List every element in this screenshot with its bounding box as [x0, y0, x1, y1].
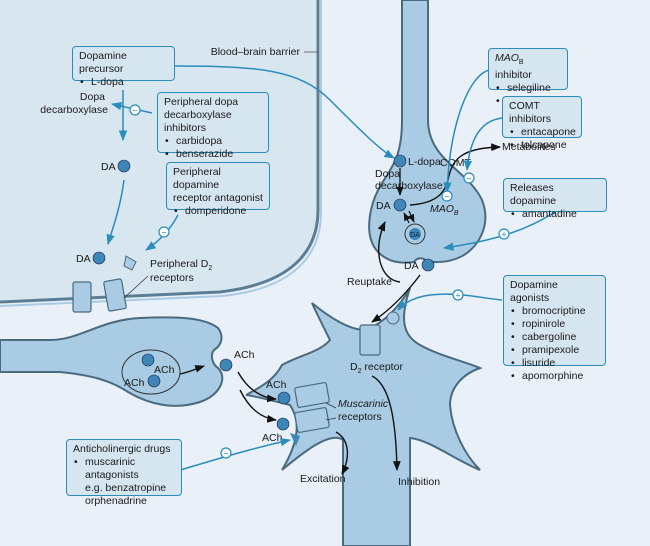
- antagonist-molecule-icon: [290, 433, 300, 446]
- peripheral-ddc-label-1: Dopa: [80, 91, 105, 103]
- blood-brain-barrier-label: Blood–brain barrier: [211, 46, 301, 58]
- stimulate-sign-icon: [452, 289, 464, 301]
- ach-to-receptor-arrow-1: [237, 371, 277, 403]
- muscarinic-receptor-2: [294, 407, 330, 433]
- da-to-d2-arrow: [371, 274, 421, 323]
- ach-released-molecule-icon: [219, 358, 233, 372]
- excitation-label: Excitation: [300, 473, 346, 485]
- ach-bound-label-2: ACh: [262, 432, 283, 444]
- ach-molecule-icon: [147, 374, 161, 388]
- reuptake-label: Reuptake: [347, 276, 392, 288]
- da-periph-molecule-icon-2: [92, 251, 106, 265]
- maob-inhibitor-box: MAOB inhibitor selegiline rasagiline: [488, 48, 568, 108]
- da-central-label: DA: [376, 200, 391, 212]
- d2-receptor-shape: [359, 324, 381, 356]
- da-vesicle-molecule-icon: [409, 228, 421, 240]
- ldopa-bbb-arrow: [174, 65, 395, 159]
- dopaminergic-neuron: [368, 0, 487, 264]
- da-synapse-label: DA: [404, 260, 419, 272]
- svg-text:−: −: [223, 449, 228, 459]
- peripheral-d2-label-2: receptors: [150, 272, 194, 284]
- peripheral-d2-label-1: Peripheral D2: [150, 258, 212, 272]
- peripheral-d2-receptor-2: [103, 278, 127, 312]
- ach-bound-molecule-icon: [276, 417, 290, 431]
- anticholinergic-arrow: [179, 437, 292, 471]
- inhibit-sign-icon: [463, 172, 475, 184]
- svg-text:−: −: [132, 106, 137, 116]
- postsynaptic-neuron: [245, 287, 483, 546]
- inhibition-arrow: [371, 375, 401, 471]
- da-periph-label-1: DA: [101, 161, 116, 173]
- inhibit-sign-icon: [158, 226, 170, 238]
- da-to-receptor-arrow: [106, 179, 125, 246]
- inhibit-sign-icon: [441, 190, 453, 202]
- da-periph-molecule-icon: [117, 159, 131, 173]
- peripheral-ddc-label-2: decarboxylase: [40, 104, 108, 116]
- agonists-arrow: [397, 293, 503, 311]
- ach-vesicle-label-2: ACh: [154, 364, 175, 376]
- central-ddc-label-1: Dopa: [375, 168, 400, 180]
- ach-released-label: ACh: [234, 349, 255, 361]
- ach-molecule-icon: [141, 353, 155, 367]
- maob-inhibitor-arrow: [443, 69, 490, 194]
- svg-text:+: +: [501, 230, 506, 240]
- domperidone-molecule-icon: [123, 255, 137, 271]
- anticholinergic-box: Anticholinergic drugs muscarinic antagon…: [66, 439, 182, 507]
- blood-brain-barrier-membrane: [0, 0, 320, 304]
- agonist-molecule-icon: [386, 311, 400, 325]
- peripheral-d2-receptor-1: [72, 281, 92, 313]
- muscarinic-label-2: receptors: [338, 411, 382, 423]
- releases-dopamine-box: Releases dopamine amantadine: [503, 178, 607, 221]
- ach-vesicle-label-1: ACh: [124, 377, 145, 389]
- muscarinic-receptor-1: [294, 382, 330, 408]
- ach-bound-molecule-icon: [277, 391, 291, 405]
- svg-text:DA: DA: [410, 232, 420, 239]
- inhibit-sign-icon: [220, 447, 232, 459]
- comt-inhibitors-box: COMT inhibitors entacapone tolcapone: [502, 96, 582, 152]
- ach-bound-label-1: ACh: [266, 379, 287, 391]
- dopamine-precursor-box: Dopamine precursor L-dopa: [72, 46, 175, 89]
- ldopa-central-label: L-dopa: [408, 156, 441, 168]
- stimulate-sign-icon: [498, 228, 510, 240]
- da-periph-label-2: DA: [76, 253, 91, 265]
- comt-label: COMT: [440, 157, 471, 169]
- da-synapse-molecule-icon: [421, 258, 435, 272]
- d2-receptor-label: D2 receptor: [350, 361, 403, 375]
- inhibit-sign-icon: [129, 104, 141, 116]
- inhibition-label: Inhibition: [398, 476, 440, 488]
- peripheral-da-antagonist-box: Peripheral dopamine receptor antagonist …: [166, 162, 270, 218]
- da-vesicle-arrow-out: [407, 210, 415, 223]
- ldopa-central-molecule-icon: [393, 154, 407, 168]
- ach-release-arrow: [179, 365, 205, 375]
- svg-text:−: −: [444, 192, 449, 202]
- cholinergic-neuron: [0, 316, 224, 407]
- maob-label: MAOB: [430, 203, 459, 217]
- svg-text:−: −: [466, 174, 471, 184]
- dopamine-agonists-box: Dopamine agonists bromocriptine ropiniro…: [503, 275, 606, 383]
- peripheral-ddc-inhibitors-box: Peripheral dopa decarboxylase inhibitors…: [157, 92, 269, 161]
- svg-text:−: −: [161, 228, 166, 238]
- ach-vesicle: [121, 349, 181, 395]
- da-central-molecule-icon: [393, 198, 407, 212]
- reuptake-arrow: [377, 221, 401, 283]
- svg-text:+: +: [455, 291, 460, 301]
- excitation-arrow: [335, 431, 350, 475]
- muscarinic-label-1: Muscarinic: [338, 398, 389, 410]
- ach-to-receptor-arrow-2: [239, 389, 277, 423]
- comt-inhibitor-arrow: [463, 117, 504, 172]
- central-ddc-label-2: decarboxylase: [375, 180, 443, 192]
